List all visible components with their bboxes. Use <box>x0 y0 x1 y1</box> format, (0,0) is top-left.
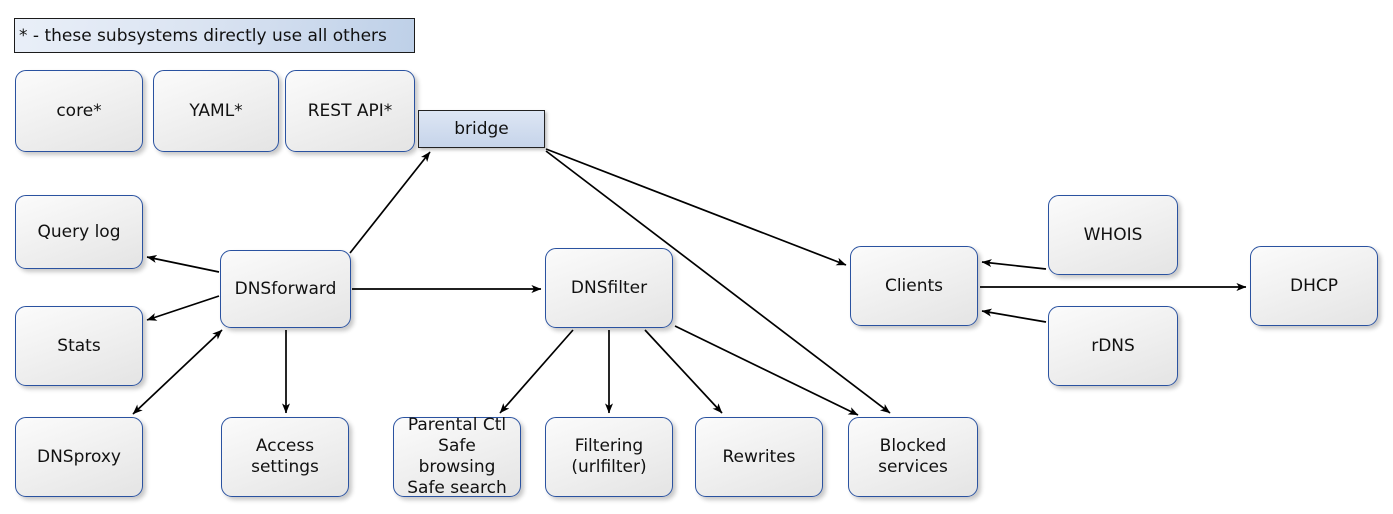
node-label-whois: WHOIS <box>1083 224 1143 245</box>
node-access[interactable]: Access settings <box>221 417 349 497</box>
node-rdns[interactable]: rDNS <box>1048 306 1178 386</box>
node-dnsproxy[interactable]: DNSproxy <box>15 417 143 497</box>
node-rewrites[interactable]: Rewrites <box>695 417 823 497</box>
node-restapi[interactable]: REST API* <box>285 70 415 152</box>
node-label-parental: Parental Ctl Safe browsing Safe search <box>407 415 507 498</box>
node-whois[interactable]: WHOIS <box>1048 195 1178 275</box>
edge-dnsfilter-to-blocked <box>674 325 859 416</box>
node-label-filtering: Filtering (urlfilter) <box>571 436 647 477</box>
node-label-dnsproxy: DNSproxy <box>36 446 121 467</box>
node-label-yaml: YAML* <box>189 100 243 121</box>
edge-dnsforward-to-stats <box>146 295 220 321</box>
node-filtering[interactable]: Filtering (urlfilter) <box>545 417 673 497</box>
node-querylog[interactable]: Query log <box>15 195 143 269</box>
node-label-dhcp: DHCP <box>1290 275 1338 296</box>
node-dhcp[interactable]: DHCP <box>1250 246 1378 326</box>
node-label-querylog: Query log <box>37 221 121 242</box>
node-clients[interactable]: Clients <box>850 246 978 326</box>
edge-dnsfilter-to-rewrites <box>644 329 723 414</box>
edge-dnsfilter-to-parental <box>499 329 574 414</box>
node-yaml[interactable]: YAML* <box>153 70 279 152</box>
edge-dnsforward-to-querylog <box>146 255 220 273</box>
node-bridge[interactable]: bridge <box>418 110 545 148</box>
node-label-stats: Stats <box>57 335 101 356</box>
node-blocked[interactable]: Blocked services <box>848 417 978 497</box>
node-label-restapi: REST API* <box>307 100 393 121</box>
node-label-rewrites: Rewrites <box>722 446 796 467</box>
edge-dnsforward-to-bridge <box>349 151 431 254</box>
node-label-access: Access settings <box>251 436 319 477</box>
node-label-clients: Clients <box>884 275 944 296</box>
edge-dnsforward-to-dnsproxy <box>132 329 223 415</box>
node-parental[interactable]: Parental Ctl Safe browsing Safe search <box>393 415 521 498</box>
node-label-rdns: rDNS <box>1091 335 1135 356</box>
node-dnsforward[interactable]: DNSforward <box>220 250 351 328</box>
node-label-dnsfilter: DNSfilter <box>570 277 648 298</box>
edge-rdns-to-clients <box>981 308 1047 323</box>
legend-text: * - these subsystems directly use all ot… <box>19 25 387 46</box>
node-label-blocked: Blocked services <box>878 436 948 477</box>
node-label-core: core* <box>56 100 102 121</box>
node-label-dnsforward: DNSforward <box>234 278 337 299</box>
node-core[interactable]: core* <box>15 70 143 152</box>
node-label-bridge: bridge <box>454 118 509 139</box>
edge-whois-to-clients <box>981 259 1047 270</box>
node-dnsfilter[interactable]: DNSfilter <box>545 248 673 328</box>
node-stats[interactable]: Stats <box>15 306 143 386</box>
legend-box: * - these subsystems directly use all ot… <box>14 18 415 53</box>
